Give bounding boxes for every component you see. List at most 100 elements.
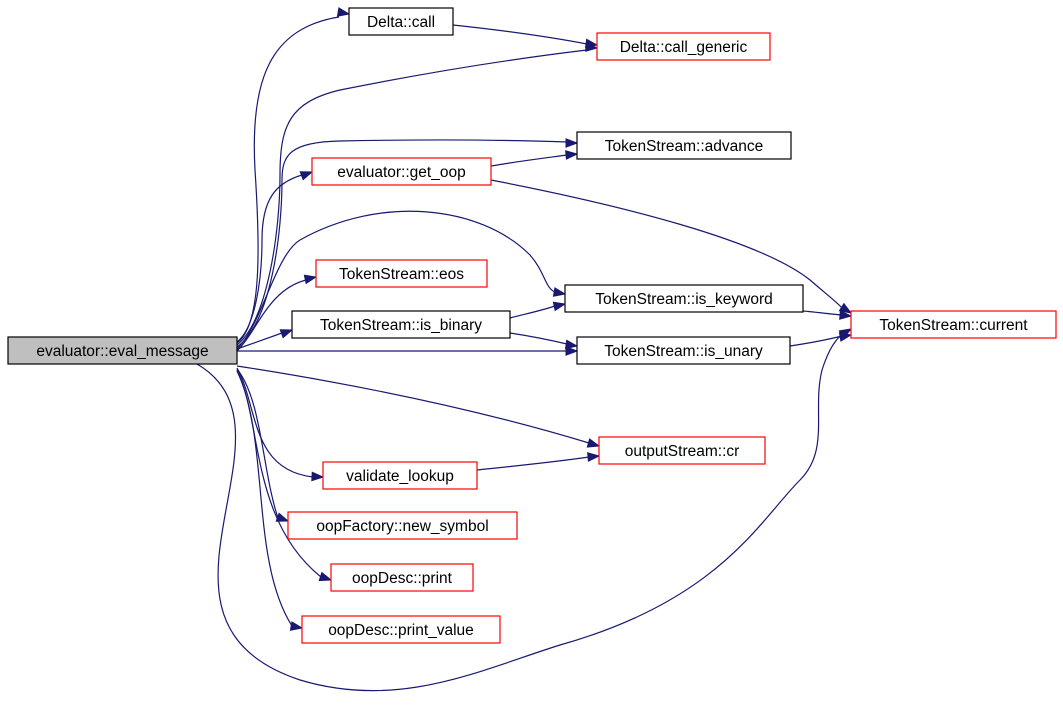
node-box	[287, 511, 518, 540]
arrowhead-icon	[587, 452, 601, 462]
node-get-oop[interactable]: evaluator::get_oop	[311, 157, 492, 186]
node-label: TokenStream::is_keyword	[595, 291, 772, 308]
node-label: evaluator::eval_message	[36, 343, 208, 360]
node-label: outputStream::cr	[625, 443, 740, 460]
node-label: TokenStream::current	[879, 317, 1028, 334]
node-current[interactable]: TokenStream::current	[850, 310, 1057, 339]
node-box	[7, 336, 238, 365]
arrowhead-icon	[311, 471, 325, 482]
node-label: TokenStream::is_binary	[320, 317, 482, 334]
node-label: oopDesc::print	[352, 570, 453, 587]
node-new-symbol[interactable]: oopFactory::new_symbol	[287, 511, 518, 540]
arrowhead-icon	[839, 310, 853, 320]
edge-validate-to-cr	[476, 452, 601, 471]
edge-line	[196, 333, 843, 692]
node-label: TokenStream::is_unary	[604, 343, 763, 360]
edge-is-binary-to-is-keyword	[509, 301, 567, 319]
edge-line	[236, 279, 307, 352]
arrowhead-icon	[552, 301, 567, 312]
edge-line	[236, 210, 556, 350]
arrowhead-icon	[565, 138, 579, 148]
node-call-generic[interactable]: Delta::call_generic	[596, 32, 771, 61]
edge-line	[802, 310, 843, 316]
node-print-value[interactable]: oopDesc::print_value	[301, 615, 501, 644]
node-box	[850, 310, 1057, 339]
node-label: validate_lookup	[346, 468, 454, 485]
edge-is-unary-to-current	[789, 332, 853, 347]
arrowhead-icon	[564, 339, 579, 350]
node-label: Delta::call_generic	[620, 39, 748, 56]
edge-line	[236, 16, 340, 344]
edge-is-binary-to-is-unary	[509, 332, 579, 350]
edge-line	[452, 24, 588, 45]
edge-line	[476, 456, 590, 471]
node-is-keyword[interactable]: TokenStream::is_keyword	[564, 284, 804, 313]
edge-line	[490, 154, 568, 167]
node-is-unary[interactable]: TokenStream::is_unary	[576, 336, 791, 365]
node-label: TokenStream::advance	[605, 138, 764, 155]
arrowhead-icon	[586, 438, 601, 448]
arrowhead-icon	[584, 38, 599, 49]
node-advance[interactable]: TokenStream::advance	[576, 131, 792, 160]
edge-line	[236, 368, 279, 519]
arrowhead-icon	[838, 302, 853, 314]
arrowhead-icon	[838, 332, 853, 342]
node-box	[311, 157, 492, 186]
node-delta-call[interactable]: Delta::call	[348, 7, 454, 36]
node-print[interactable]: oopDesc::print	[330, 563, 474, 592]
edge-eval-message-to-is-keyword	[236, 210, 567, 350]
edge-eval-message-to-delta-call	[236, 7, 351, 344]
edge-line	[789, 335, 843, 347]
node-label: oopDesc::print_value	[328, 622, 474, 639]
edge-get-oop-to-current	[490, 179, 853, 314]
arrowhead-icon	[275, 512, 290, 522]
edge-line	[509, 332, 568, 345]
node-eval-message: evaluator::eval_message	[7, 336, 238, 365]
node-label: evaluator::get_oop	[337, 164, 465, 181]
edges-layer	[196, 7, 853, 692]
node-box	[564, 284, 804, 313]
edge-line	[236, 49, 588, 346]
node-label: TokenStream::eos	[339, 266, 464, 283]
edge-line	[236, 332, 283, 350]
edge-line	[509, 305, 556, 319]
edge-eval-message-to-new-symbol	[236, 368, 290, 522]
edge-eval-message-to-is-binary	[236, 329, 294, 350]
edge-eval-message-to-print-value	[236, 370, 304, 631]
node-is-binary[interactable]: TokenStream::is_binary	[291, 310, 511, 339]
edge-is-keyword-to-current	[802, 310, 853, 320]
edge-eval-message-to-eos	[236, 274, 318, 352]
arrowhead-icon	[336, 7, 351, 17]
node-box	[301, 615, 501, 644]
node-box	[576, 336, 791, 365]
arrowhead-icon	[565, 346, 579, 356]
edge-eval-message-to-get-oop	[236, 171, 314, 343]
edge-line	[236, 365, 590, 444]
node-box	[598, 436, 766, 465]
node-label: Delta::call	[367, 14, 435, 31]
edge-eval-message-to-advance	[236, 138, 579, 348]
edge-line	[490, 179, 843, 309]
node-box	[330, 563, 474, 592]
edge-line	[236, 139, 568, 348]
edge-eval-message-to-validate	[236, 367, 325, 482]
node-label: oopFactory::new_symbol	[316, 518, 488, 535]
arrowhead-icon	[279, 329, 294, 339]
arrowhead-icon	[299, 171, 314, 181]
node-box	[576, 131, 792, 160]
node-box	[322, 461, 478, 490]
arrowhead-icon	[552, 287, 567, 297]
edge-eval-message-to-current	[196, 328, 853, 692]
node-cr[interactable]: outputStream::cr	[598, 436, 766, 465]
nodes-layer: evaluator::eval_message Delta::callDelta:…	[7, 7, 1057, 644]
edge-eval-message-to-cr	[236, 365, 601, 448]
node-box	[315, 259, 488, 288]
edge-line	[236, 370, 293, 627]
edge-eval-message-to-is-unary	[237, 346, 579, 356]
node-eos[interactable]: TokenStream::eos	[315, 259, 488, 288]
edge-delta-call-to-call-generic	[452, 24, 599, 49]
node-box	[596, 32, 771, 61]
arrowhead-icon	[318, 571, 333, 582]
node-validate[interactable]: validate_lookup	[322, 461, 478, 490]
